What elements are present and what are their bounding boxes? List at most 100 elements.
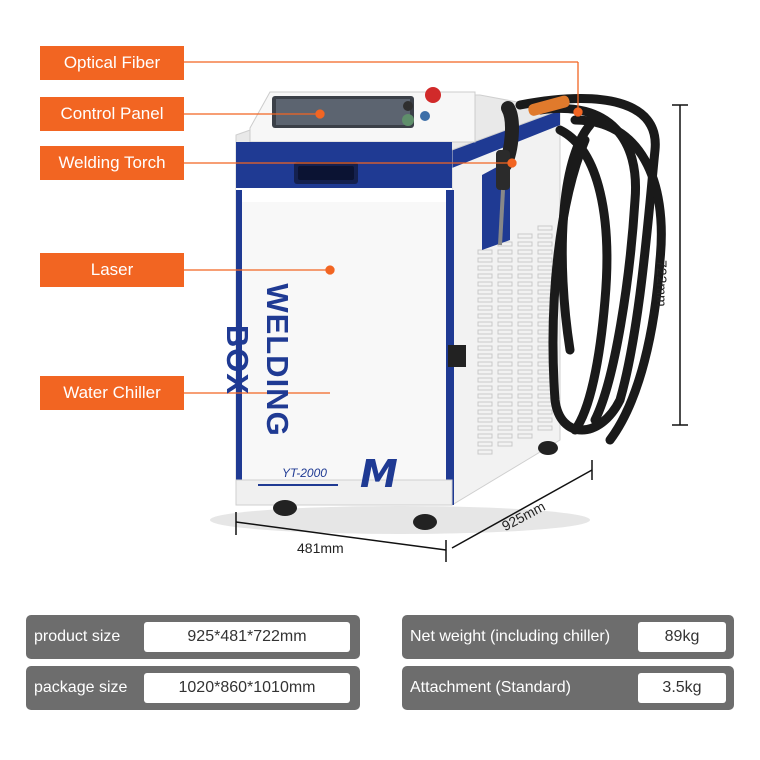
vent-slot xyxy=(517,417,533,423)
vent-slot xyxy=(497,441,513,447)
vent-slot xyxy=(477,369,493,375)
vent-slot xyxy=(497,353,513,359)
vent-slot xyxy=(477,337,493,343)
vent-slot xyxy=(477,329,493,335)
dimension-height: 722mm xyxy=(654,260,670,307)
vent-slot xyxy=(477,345,493,351)
vent-slot xyxy=(477,401,493,407)
vent-slot xyxy=(497,337,513,343)
vent-slot xyxy=(517,425,533,431)
brand-vertical-text: WELDING BOX xyxy=(220,283,295,437)
vent-slot xyxy=(537,409,553,415)
spec-net-weight: Net weight (including chiller) 89kg xyxy=(402,615,734,659)
vent-slot xyxy=(477,385,493,391)
vent-slot xyxy=(477,417,493,423)
vent-slot xyxy=(497,385,513,391)
vent-slot xyxy=(517,257,533,263)
spec-product-size: product size 925*481*722mm xyxy=(26,615,360,659)
vent-slot xyxy=(477,305,493,311)
vent-slot xyxy=(497,329,513,335)
callout-control-panel: Control Panel xyxy=(40,97,184,131)
model-underline xyxy=(258,484,338,486)
vent-slot xyxy=(477,281,493,287)
dimension-width: 481mm xyxy=(297,540,344,556)
vent-slot xyxy=(477,321,493,327)
spec-label: product size xyxy=(34,628,121,645)
vent-slot xyxy=(497,273,513,279)
vent-slot xyxy=(477,289,493,295)
vent-slot xyxy=(517,281,533,287)
vent-slot xyxy=(517,401,533,407)
spec-value: 3.5kg xyxy=(638,673,726,703)
vent-slot xyxy=(497,401,513,407)
vent-slot xyxy=(517,377,533,383)
vent-slot xyxy=(517,385,533,391)
vent-slot xyxy=(517,329,533,335)
vent-slot xyxy=(497,345,513,351)
vent-slot xyxy=(517,265,533,271)
vent-slot xyxy=(517,273,533,279)
vent-slot xyxy=(537,241,553,247)
vent-slot xyxy=(517,233,533,239)
vent-slot xyxy=(497,289,513,295)
spec-value: 1020*860*1010mm xyxy=(144,673,350,703)
vent-slot xyxy=(477,257,493,263)
vent-slot xyxy=(477,449,493,455)
vent-slot xyxy=(517,241,533,247)
vent-slot xyxy=(497,257,513,263)
vent-slot xyxy=(517,353,533,359)
vent-slot xyxy=(517,297,533,303)
vent-slot xyxy=(517,305,533,311)
vent-slot xyxy=(537,265,553,271)
vent-slot xyxy=(497,425,513,431)
vent-slot xyxy=(477,393,493,399)
callout-laser: Laser xyxy=(40,253,184,287)
vent-slot xyxy=(477,377,493,383)
vent-slot xyxy=(497,321,513,327)
callout-optical-fiber: Optical Fiber xyxy=(40,46,184,80)
vent-slot xyxy=(477,249,493,255)
vent-slot xyxy=(477,273,493,279)
spec-value: 925*481*722mm xyxy=(144,622,350,652)
vent-slot xyxy=(497,305,513,311)
vent-slot xyxy=(477,313,493,319)
vent-slot xyxy=(497,393,513,399)
welding-machine-illustration xyxy=(184,61,688,562)
vent-slot xyxy=(537,257,553,263)
vent-slot xyxy=(497,313,513,319)
vent-slot xyxy=(517,337,533,343)
vent-slot xyxy=(477,353,493,359)
model-label: YT-2000 xyxy=(282,466,327,480)
vent-slot xyxy=(497,361,513,367)
vent-slot xyxy=(477,361,493,367)
callout-welding-torch: Welding Torch xyxy=(40,146,184,180)
vent-slot xyxy=(517,345,533,351)
vent-slot xyxy=(517,369,533,375)
vent-slot xyxy=(537,417,553,423)
vent-slot xyxy=(477,265,493,271)
vent-slot xyxy=(497,409,513,415)
vent-slot xyxy=(497,249,513,255)
vent-slot xyxy=(517,313,533,319)
vent-slot xyxy=(497,433,513,439)
vent-slot xyxy=(517,321,533,327)
spec-label: Net weight (including chiller) xyxy=(410,628,611,645)
vent-slot xyxy=(497,417,513,423)
vent-slot xyxy=(497,297,513,303)
vent-slot xyxy=(517,409,533,415)
vent-slot xyxy=(537,425,553,431)
spec-label: Attachment (Standard) xyxy=(410,679,571,696)
vent-slot xyxy=(537,225,553,231)
vent-slot xyxy=(477,297,493,303)
vent-slot xyxy=(477,433,493,439)
vent-slot xyxy=(517,361,533,367)
vent-slot xyxy=(477,409,493,415)
vent-slot xyxy=(477,441,493,447)
spec-attachment: Attachment (Standard) 3.5kg xyxy=(402,666,734,710)
logo-m: M xyxy=(360,452,398,496)
vent-slot xyxy=(517,433,533,439)
spec-value: 89kg xyxy=(638,622,726,652)
vent-slot xyxy=(477,425,493,431)
vent-slot xyxy=(497,281,513,287)
vent-slot xyxy=(517,393,533,399)
